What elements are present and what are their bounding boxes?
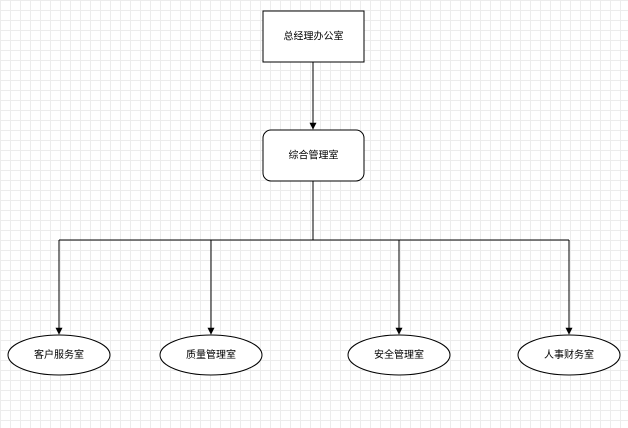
node-hr-finance-label: 人事财务室: [544, 348, 594, 361]
node-safety-management[interactable]: 安全管理室: [347, 334, 451, 376]
node-customer-service[interactable]: 客户服务室: [7, 334, 111, 376]
node-safety-management-shape: [347, 334, 451, 376]
node-hr-finance[interactable]: 人事财务室: [517, 334, 621, 376]
node-general-management[interactable]: 综合管理室: [262, 129, 365, 182]
edges: [55, 62, 573, 335]
node-general-manager-office[interactable]: 总经理办公室: [262, 10, 365, 63]
node-quality-management-shape: [159, 334, 263, 376]
node-general-management-shape: [262, 129, 365, 182]
node-general-management-label: 综合管理室: [289, 149, 339, 162]
node-hr-finance-shape: [517, 334, 621, 376]
node-customer-service-label: 客户服务室: [34, 348, 84, 361]
node-customer-service-shape: [7, 334, 111, 376]
node-quality-management[interactable]: 质量管理室: [159, 334, 263, 376]
node-general-manager-office-label: 总经理办公室: [284, 30, 344, 43]
node-general-manager-office-shape: [262, 10, 365, 63]
node-quality-management-label: 质量管理室: [186, 348, 236, 361]
node-safety-management-label: 安全管理室: [374, 348, 424, 361]
